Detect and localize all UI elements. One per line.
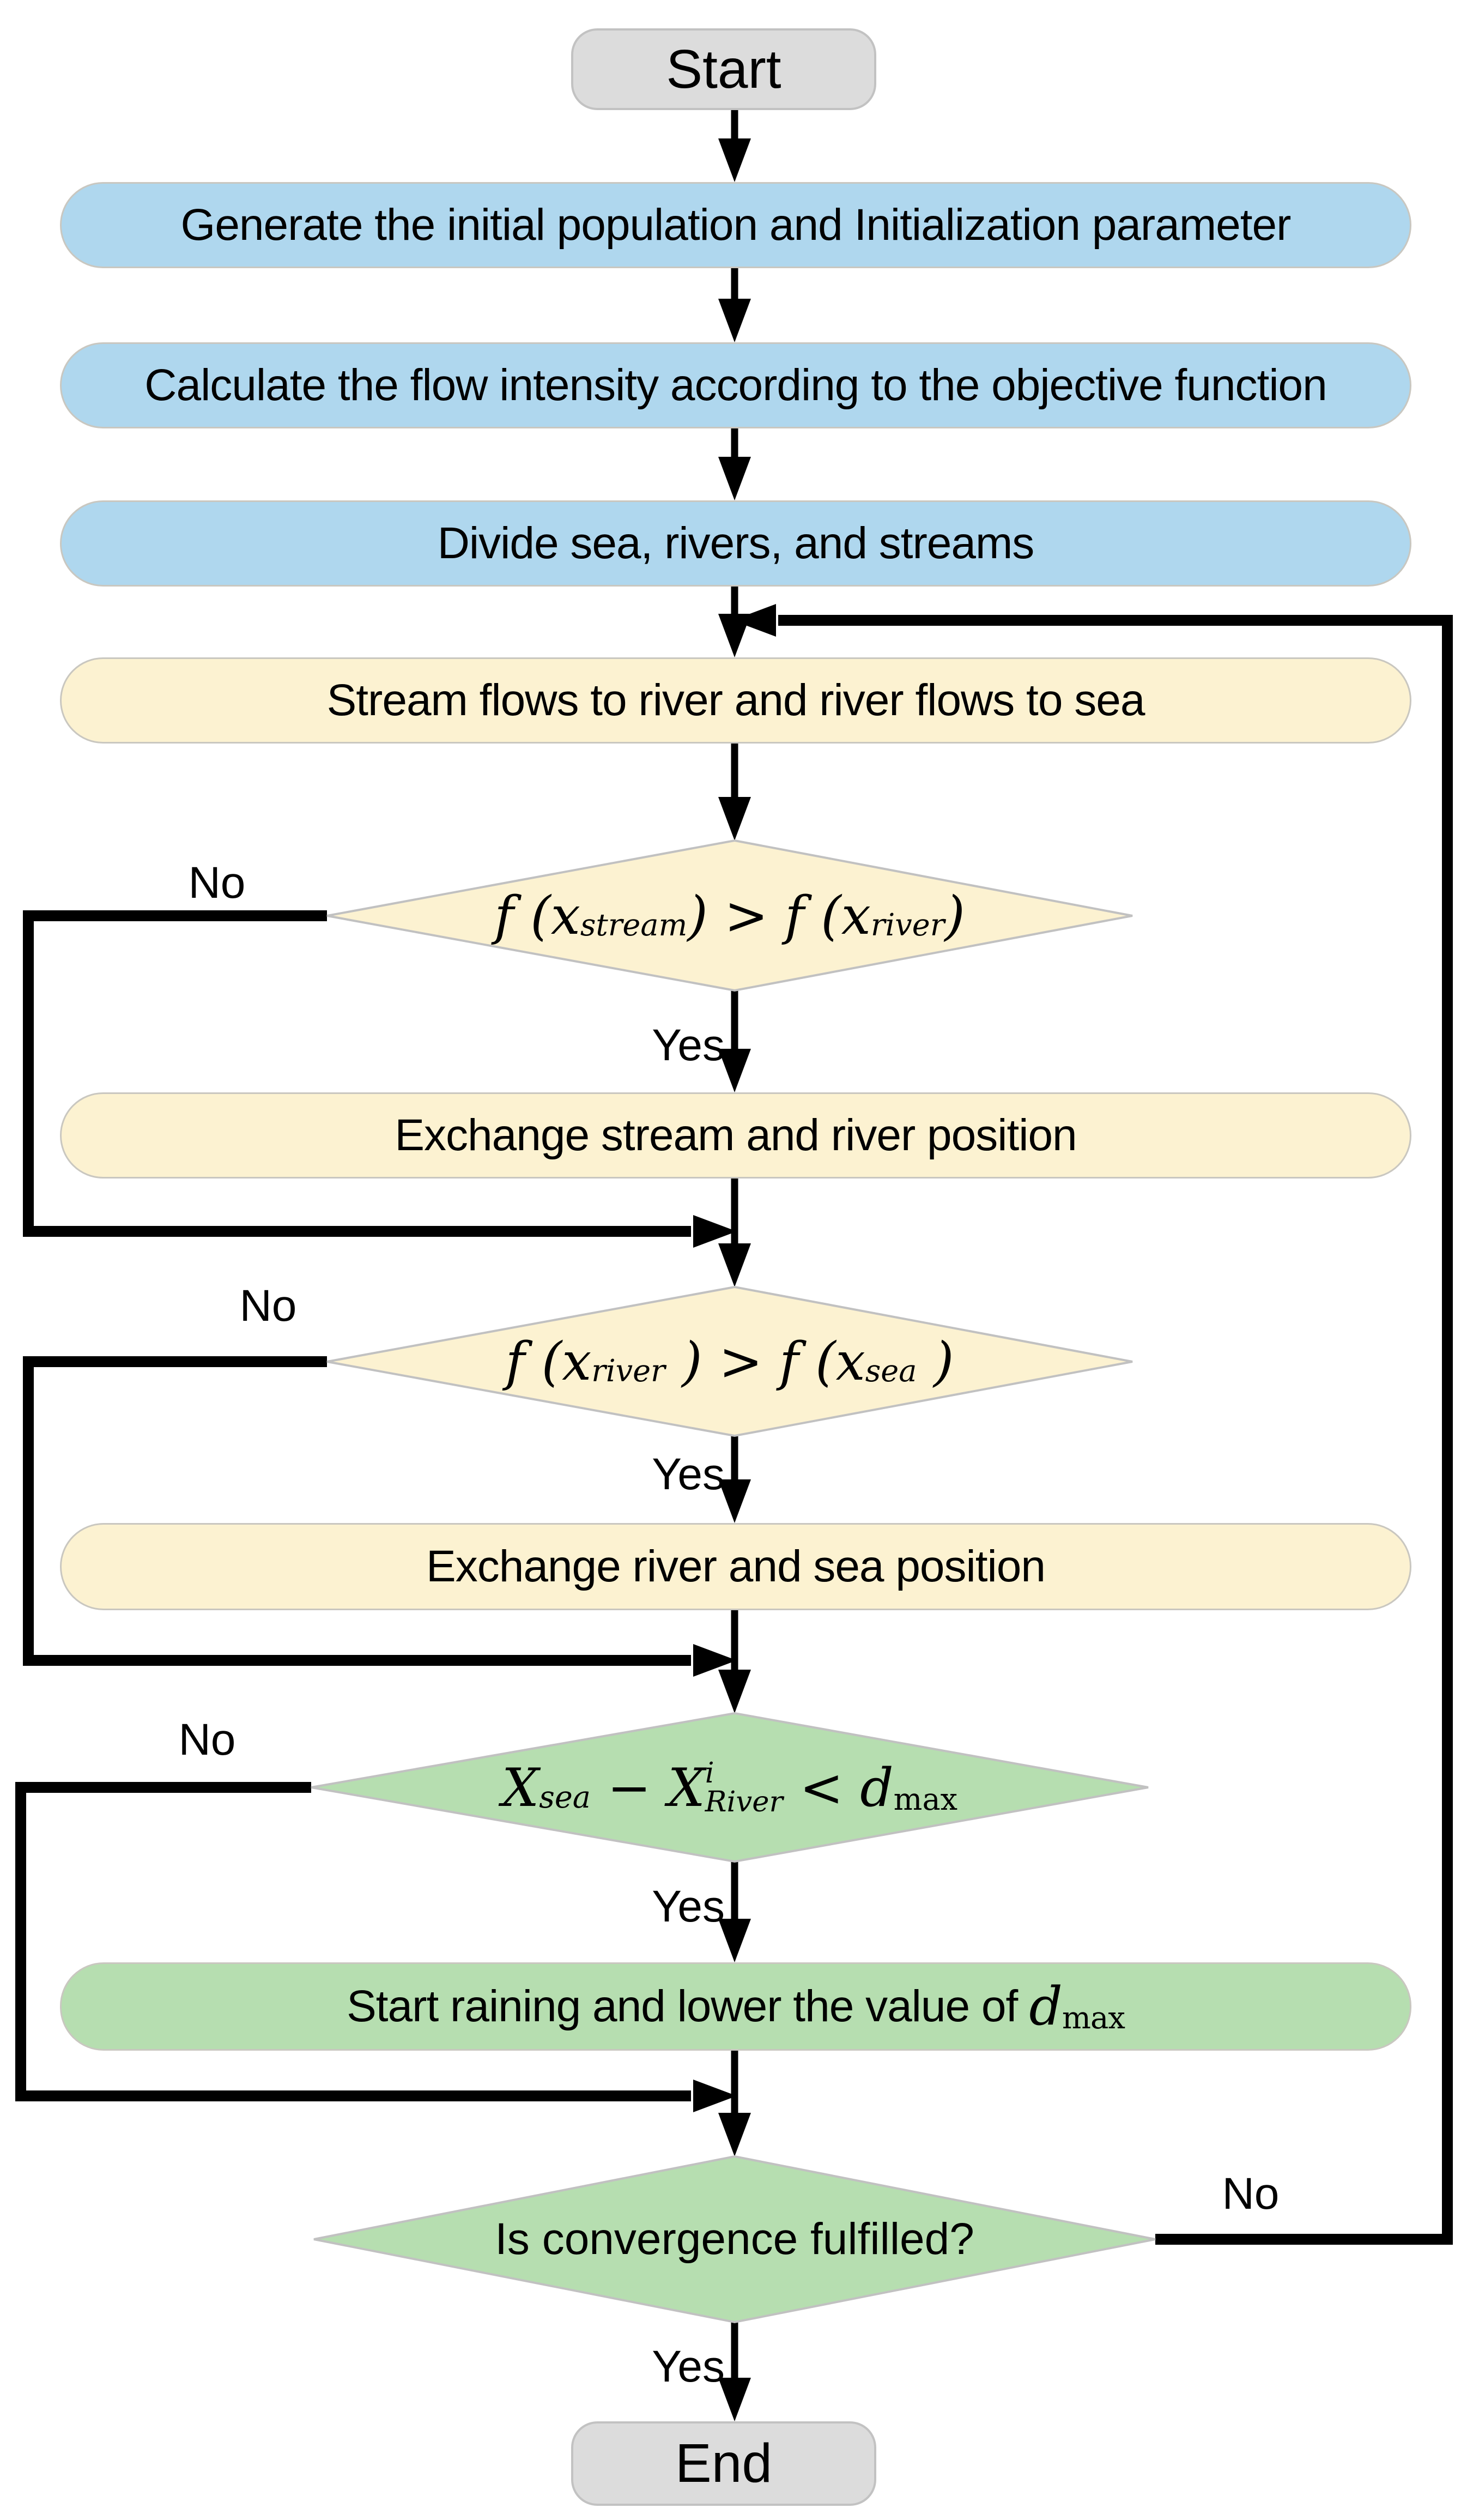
math-subscript: sea: [539, 1780, 591, 1816]
edge-arrowhead: [693, 1644, 737, 1677]
exchange-river-sea-node: Exchange river and sea position: [60, 1523, 1411, 1610]
edge-arrowhead: [718, 1049, 751, 1092]
yes-label-text: Yes: [652, 2342, 725, 2391]
divide-label: Divide sea, rivers, and streams: [437, 518, 1035, 568]
edge-decision3-no-loop: [15, 1782, 737, 2112]
edge-exchange2-to-decision3: [718, 1610, 751, 1713]
decision3-yes-label: Yes: [545, 1880, 725, 1934]
decision-distance-diamond: [311, 1712, 1149, 1863]
convergence-label: Is convergence fulfilled?: [495, 2214, 974, 2264]
end-label: End: [675, 2433, 772, 2494]
start-label: Start: [666, 38, 781, 100]
edge-arrowhead: [718, 457, 751, 500]
stream-flows-node: Stream flows to river and river flows to…: [60, 657, 1411, 744]
edge-stream-flows-to-decision1: [718, 744, 751, 841]
edge-arrowhead: [718, 1919, 751, 1962]
start-raining-label: Start raining and lower the value of: [347, 1981, 1018, 2031]
edge-arrowhead: [718, 1479, 751, 1523]
math-part: X: [501, 1757, 539, 1818]
calculate-flow-label: Calculate the flow intensity according t…: [144, 360, 1327, 410]
edge-arrowhead: [718, 797, 751, 841]
end-node: End: [571, 2421, 876, 2506]
math-subscript: river: [591, 1353, 665, 1389]
math-part: ) > f (x: [687, 885, 871, 946]
decision-stream-vs-river-diamond: [326, 839, 1133, 992]
math-part: ): [944, 885, 965, 946]
math-part: f (x: [494, 885, 580, 946]
math-part: < d: [783, 1757, 894, 1818]
stream-flows-label: Stream flows to river and river flows to…: [326, 675, 1145, 725]
decision2-no-label: No: [186, 1279, 350, 1333]
edge-decision4-yes-to-end: [718, 2322, 751, 2421]
decision-river-vs-sea-diamond: [326, 1285, 1133, 1437]
edge-generate-to-calculate: [718, 268, 751, 342]
edge-arrowhead: [718, 299, 751, 342]
math-subscript: river: [870, 908, 945, 944]
exchange-stream-river-label: Exchange stream and river position: [395, 1110, 1077, 1160]
math-subscript: max: [893, 1781, 958, 1817]
exchange-river-sea-label: Exchange river and sea position: [426, 1542, 1046, 1591]
edge-decision2-no-loop: [23, 1356, 737, 1677]
math-part: ) > f (x: [665, 1331, 865, 1392]
edge-arrowhead: [693, 2080, 737, 2112]
generate-population-node: Generate the initial population and Init…: [60, 182, 1411, 268]
math-subscript: River: [705, 1785, 783, 1818]
edge-line: [778, 615, 1453, 2245]
edge-arrowhead: [718, 1670, 751, 1713]
divide-node: Divide sea, rivers, and streams: [60, 500, 1411, 587]
edge-decision4-no-feedback: [732, 604, 1453, 2245]
no-label-text: No: [188, 858, 246, 908]
edge-start-to-generate: [718, 110, 751, 182]
decision1-no-label: No: [135, 856, 299, 910]
edge-decision1-yes-to-exchange1: [718, 990, 751, 1092]
generate-population-label: Generate the initial population and Init…: [180, 200, 1292, 250]
edge-decision3-yes-to-raining: [718, 1862, 751, 1962]
edge-line: [23, 910, 691, 1237]
edge-raining-to-decision4: [718, 2051, 751, 2156]
calculate-flow-node: Calculate the flow intensity according t…: [60, 342, 1411, 428]
edge-decision2-yes-to-exchange2: [718, 1436, 751, 1523]
no-label-text: No: [239, 1281, 297, 1331]
edge-arrowhead: [732, 604, 776, 637]
edge-line: [15, 1782, 691, 2101]
math-part: f (x: [505, 1331, 592, 1392]
yes-label-text: Yes: [652, 1882, 725, 1931]
decision2-yes-label: Yes: [545, 1447, 725, 1502]
math-part: ): [917, 1331, 954, 1392]
decision4-no-label: No: [1169, 2167, 1332, 2221]
no-label-text: No: [178, 1715, 236, 1764]
decision4-yes-label: Yes: [545, 2340, 725, 2394]
exchange-stream-river-node: Exchange stream and river position: [60, 1092, 1411, 1179]
edge-arrowhead: [718, 2113, 751, 2156]
decision-convergence-text: Is convergence fulfilled?: [314, 2173, 1155, 2306]
edge-arrowhead: [718, 2378, 751, 2421]
edge-arrowhead: [718, 614, 751, 657]
edge-calculate-to-divide: [718, 428, 751, 500]
start-node: Start: [571, 28, 876, 110]
math-subscript: sea: [865, 1353, 917, 1389]
math-superscript: i: [705, 1756, 714, 1790]
edge-decision1-no-loop: [23, 910, 737, 1248]
yes-label-text: Yes: [652, 1449, 725, 1499]
edge-arrowhead: [718, 138, 751, 182]
yes-label-text: Yes: [652, 1020, 725, 1070]
edge-line: [23, 1356, 691, 1666]
edge-arrowhead: [718, 1243, 751, 1287]
math-subscript: stream: [580, 908, 688, 944]
edge-exchange1-to-decision2: [718, 1179, 751, 1287]
no-label-text: No: [1222, 2169, 1280, 2219]
math-subscript: max: [1062, 2000, 1125, 2036]
math-part: − X: [590, 1757, 705, 1818]
decision1-yes-label: Yes: [545, 1018, 725, 1073]
decision3-no-label: No: [125, 1713, 289, 1767]
edge-arrowhead: [693, 1215, 737, 1248]
decision-convergence-diamond: [313, 2155, 1156, 2324]
